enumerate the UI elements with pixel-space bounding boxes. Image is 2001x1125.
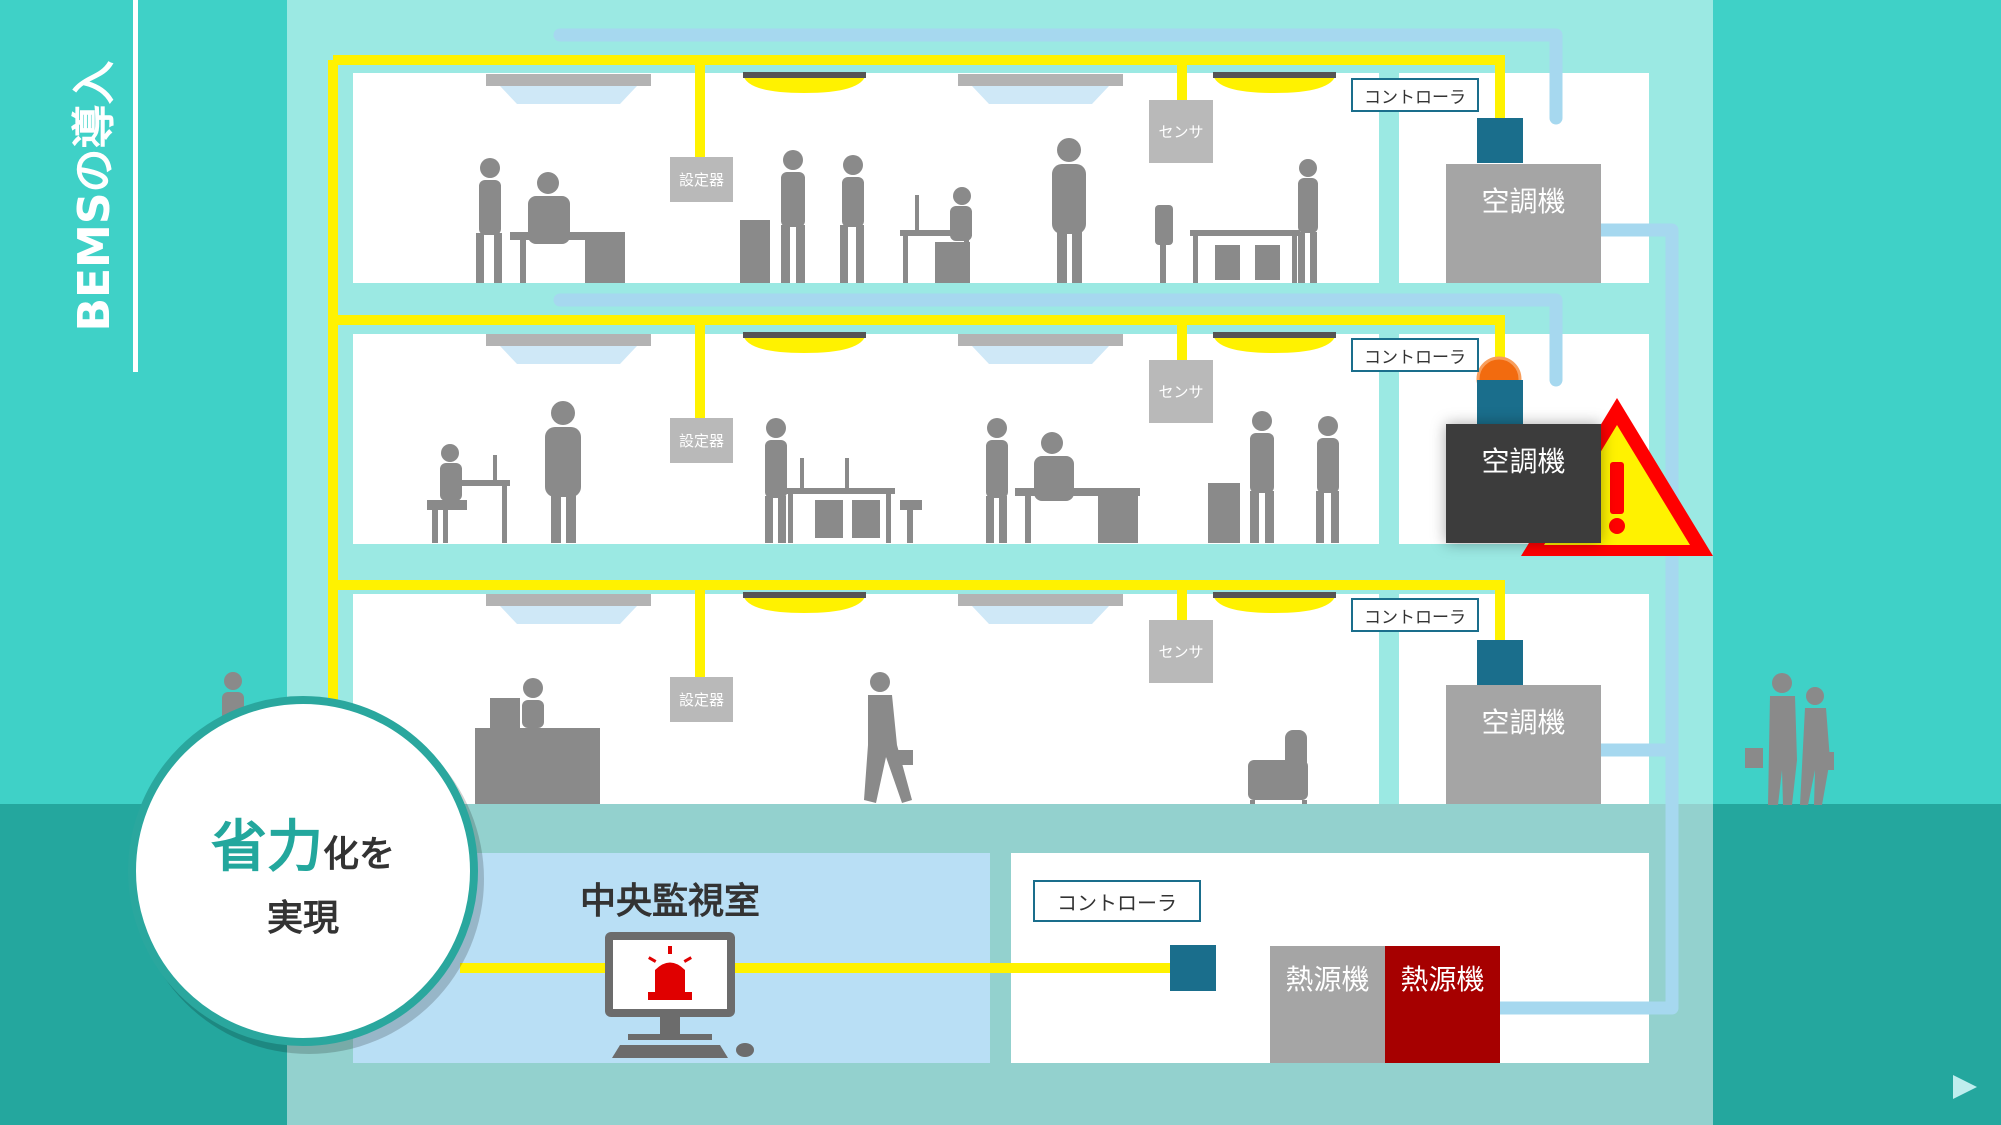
alarm-siren-icon	[648, 946, 692, 1000]
heat-room-controller-callout: コントローラ	[1033, 880, 1201, 922]
control-room-title: 中央監視室	[579, 881, 760, 922]
keyboard-icon	[612, 1045, 728, 1058]
floor-1-controller-label: コントローラ	[1364, 607, 1466, 628]
floor-3-air-conditioner: 空調機	[1446, 164, 1601, 283]
floor-2-controller	[1477, 380, 1523, 425]
floor-3-sensor-label: センサ	[1158, 123, 1204, 141]
heat-room-controller	[1170, 945, 1216, 991]
floor-3-sensor: センサ	[1149, 100, 1213, 163]
badge-highlight: 省力	[210, 814, 323, 880]
floor-2-setting-device: 設定器	[670, 418, 733, 463]
heat-source-machine-1: 熱源機	[1270, 946, 1385, 1063]
badge-line-2: 実現	[266, 897, 339, 939]
side-title-rule	[133, 0, 138, 372]
heat-source-1-label: 熱源機	[1285, 963, 1370, 996]
floor-1-sensor: センサ	[1149, 620, 1213, 683]
badge-line-1: 省力化を	[211, 802, 395, 883]
floor-1-ac-label: 空調機	[1481, 706, 1566, 739]
floor-2-controller-label: コントローラ	[1364, 347, 1466, 368]
energy-saving-badge: 省力化を 実現	[128, 696, 478, 1046]
floor-1-air-conditioner: 空調機	[1446, 685, 1601, 804]
floor-3-controller-label: コントローラ	[1364, 87, 1466, 108]
heat-source-2-label: 熱源機	[1400, 963, 1485, 996]
floor-1-controller-callout: コントローラ	[1351, 598, 1479, 632]
side-title: BEMSの導入	[20, 0, 160, 372]
mouse-icon	[736, 1043, 754, 1057]
floor-3-controller	[1477, 118, 1523, 163]
heat-room-controller-label: コントローラ	[1057, 890, 1177, 915]
floor-2-sensor-label: センサ	[1158, 383, 1204, 401]
floor-3-controller-callout: コントローラ	[1351, 78, 1479, 112]
floor-3-setting-label: 設定器	[678, 171, 724, 189]
floor-2-controller-callout: コントローラ	[1351, 338, 1479, 372]
badge-line-1-rest: 化を	[322, 833, 395, 875]
floor-2-setting-label: 設定器	[678, 432, 724, 450]
floor-1-setting-device: 設定器	[670, 677, 733, 722]
floor-1-sensor-label: センサ	[1158, 643, 1204, 661]
next-slide-icon[interactable]	[1950, 1072, 1980, 1102]
heat-source-machine-2-alert: 熱源機	[1385, 946, 1500, 1063]
floor-2-air-conditioner-alert: 空調機	[1446, 424, 1601, 543]
floor-3-ac-label: 空調機	[1481, 185, 1566, 218]
floor-2-ac-label: 空調機	[1481, 445, 1566, 478]
floor-3-setting-device: 設定器	[670, 157, 733, 202]
floor-2-sensor: センサ	[1149, 360, 1213, 423]
floor-1-setting-label: 設定器	[678, 691, 724, 709]
floor-1-controller	[1477, 640, 1523, 685]
